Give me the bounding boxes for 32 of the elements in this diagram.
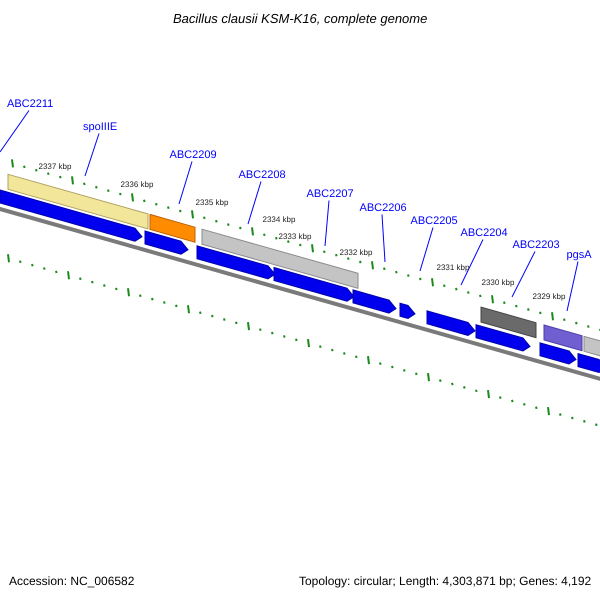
gene-label: ABC2204	[460, 228, 508, 238]
leader-line	[178, 161, 192, 204]
scale-label: 2336 kbp	[120, 181, 154, 189]
leader-line	[248, 181, 262, 224]
scale-label: 2329 kbp	[532, 293, 566, 301]
title: Bacillus clausii KSM-K16, complete genome	[173, 12, 428, 25]
leader-line	[0, 110, 30, 152]
leader-line	[420, 227, 434, 272]
scale-label: 2333 kbp	[278, 233, 312, 241]
gene-label: spoIIIE	[83, 122, 118, 132]
gene-label: ABC2207	[306, 188, 354, 200]
gene-label: ABC2211	[7, 98, 54, 110]
gene-label: ABC2203	[512, 240, 560, 250]
scale-label: 2337 kbp	[38, 163, 72, 171]
scale-label: 2331 kbp	[436, 264, 470, 272]
gene-label: pgsA	[566, 250, 592, 260]
leader-line	[512, 251, 536, 298]
leader-line	[566, 261, 578, 312]
gene-label: ABC2206	[360, 202, 407, 214]
footer-text: Accession: NC_006582	[9, 575, 134, 587]
leader-line	[324, 200, 330, 246]
gene-label: ABC2209	[170, 150, 217, 160]
scale-label: 2334 kbp	[262, 216, 296, 224]
footer-text: Topology: circular; Length: 4,303,871 bp; Genes: 4,192	[299, 575, 592, 587]
scale-label: 2335 kbp	[196, 199, 228, 207]
leader-line	[382, 214, 386, 262]
gene-label: ABC2208	[238, 170, 286, 180]
scale-label: 2332 kbp	[340, 249, 372, 257]
gene-label: ABC2205	[410, 216, 458, 226]
leader-line	[460, 239, 484, 286]
leader-line	[84, 133, 100, 176]
scale-label: 2330 kbp	[482, 279, 514, 287]
